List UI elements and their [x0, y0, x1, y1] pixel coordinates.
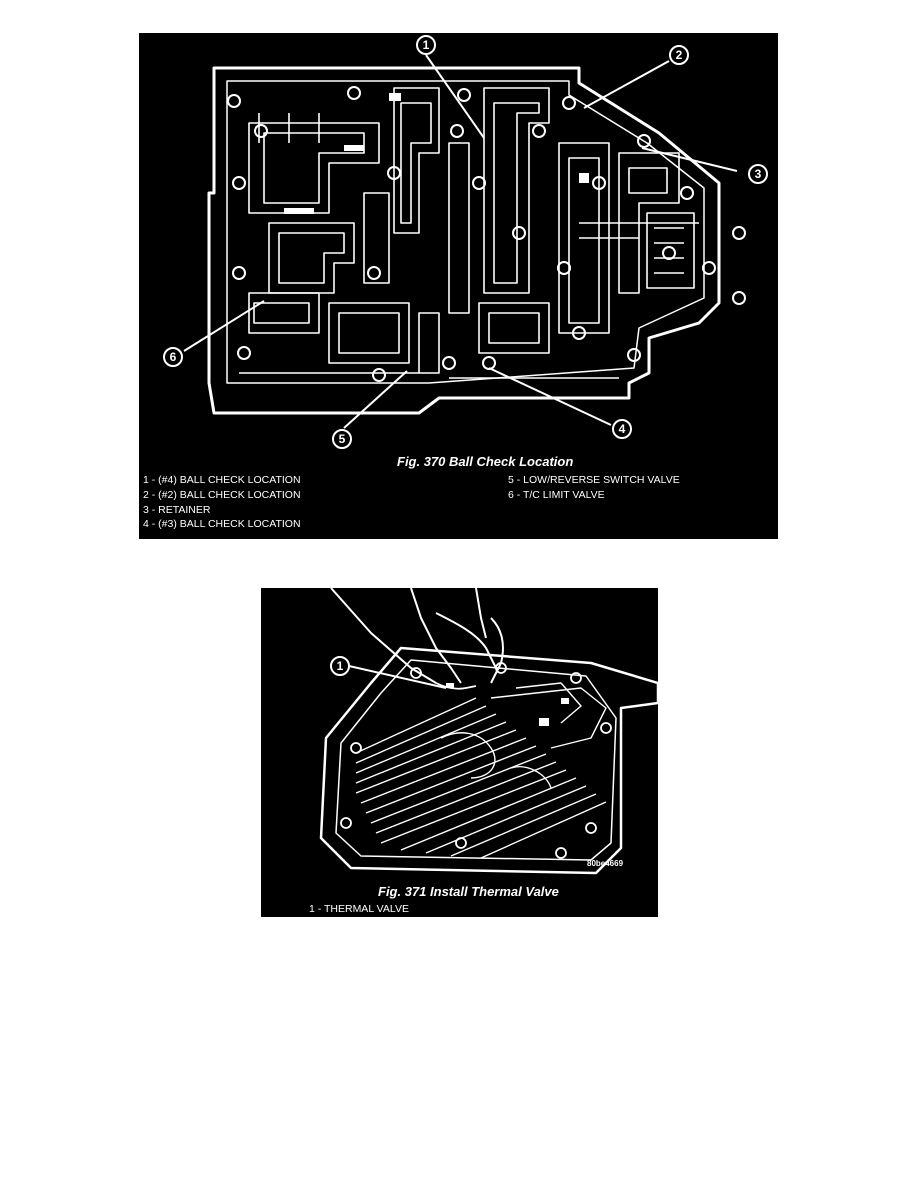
callout-number-5: 5: [339, 432, 346, 446]
callout-circle-4: [612, 419, 632, 439]
callout-circle-1: [416, 35, 436, 55]
callout-circle-6: [163, 347, 183, 367]
figure-370-caption: Fig. 370 Ball Check Location: [397, 454, 574, 469]
legend-item-6: 6 - T/C LIMIT VALVE: [508, 489, 605, 501]
legend-item-5: 5 - LOW/REVERSE SWITCH VALVE: [508, 474, 680, 486]
figure-image-code: 80be4669: [587, 859, 624, 868]
figure-371: 1 80be4669 Fig. 371 Install Thermal Valv…: [261, 588, 658, 917]
callout-number-2: 2: [676, 48, 683, 62]
callout-circle-1: [330, 656, 350, 676]
callout-number-1: 1: [423, 38, 430, 52]
legend-item-1: 1 - (#4) BALL CHECK LOCATION: [143, 474, 301, 486]
legend-item-3: 3 - RETAINER: [143, 504, 211, 516]
callout-number-3: 3: [755, 167, 762, 181]
callout-circle-5: [332, 429, 352, 449]
thermal-valve-illustration: 1: [319, 588, 658, 875]
figure-370: 1 2 3 4 5 6 Fig. 370 Ball Check Location…: [139, 33, 778, 539]
legend-item-thermal-valve: 1 - THERMAL VALVE: [309, 903, 409, 915]
legend-item-4: 4 - (#3) BALL CHECK LOCATION: [143, 518, 301, 530]
valve-body-illustration: 1 2 3 4 5 6: [163, 35, 768, 449]
callout-number-4: 4: [619, 422, 626, 436]
callout-circle-2: [669, 45, 689, 65]
callout-circle-3: [748, 164, 768, 184]
legend-item-2: 2 - (#2) BALL CHECK LOCATION: [143, 489, 301, 501]
callout-number-1: 1: [337, 659, 344, 673]
figure-371-caption: Fig. 371 Install Thermal Valve: [378, 884, 559, 899]
callout-number-6: 6: [170, 350, 177, 364]
